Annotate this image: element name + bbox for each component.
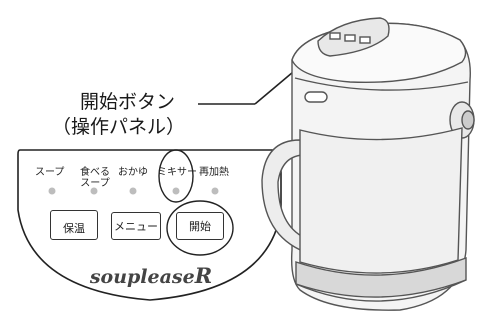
menu-button[interactable]: メニュー bbox=[111, 212, 161, 240]
brand-logo: soupleaseR bbox=[89, 263, 213, 288]
mode-label-mixer: ミキサー bbox=[157, 167, 197, 178]
indicator-lamp bbox=[211, 187, 219, 195]
start-button[interactable]: 開始 bbox=[176, 212, 224, 240]
soup-maker-illustration bbox=[261, 17, 475, 311]
mode-label-reheat: 再加熱 bbox=[199, 167, 229, 178]
indicator-lamp bbox=[129, 187, 137, 195]
mode-label-soup: スープ bbox=[35, 167, 65, 178]
indicator-lamp bbox=[90, 187, 98, 195]
mode-label-chunky-soup: 食べる スープ bbox=[80, 167, 110, 189]
mixer-highlight-ellipse bbox=[158, 149, 194, 203]
indicator-lamp bbox=[172, 187, 180, 195]
indicator-lamp bbox=[48, 187, 56, 195]
callout-line-1: 開始ボタン bbox=[80, 91, 176, 113]
callout-line-2: （操作パネル） bbox=[52, 116, 186, 138]
mode-label-porridge: おかゆ bbox=[118, 167, 148, 178]
keep-warm-button[interactable]: 保温 bbox=[50, 210, 98, 240]
start-highlight-ellipse bbox=[166, 200, 234, 256]
